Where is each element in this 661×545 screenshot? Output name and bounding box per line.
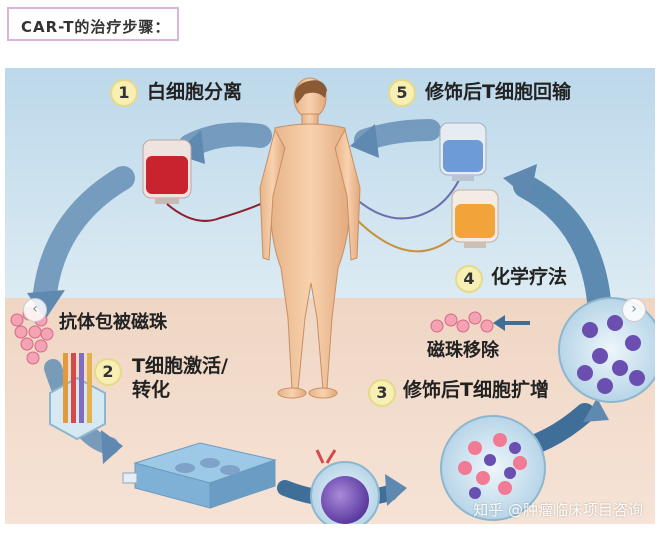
watermark: 知乎 @肿瘤临床项目咨询 <box>473 501 643 519</box>
chemotherapy-bag <box>451 189 499 248</box>
step-2-badge: 2 <box>94 358 122 386</box>
expansion-dish <box>440 415 546 521</box>
diagram-canvas <box>5 68 655 524</box>
patient-figure <box>259 77 361 399</box>
blood-bag-leukapheresis <box>142 139 192 204</box>
page-title: CAR-T的治疗步骤： <box>21 18 171 36</box>
return-tube-blue <box>354 177 461 220</box>
step-2-label-line2: 转化 <box>132 379 171 401</box>
beads-label: 抗体包被磁珠 <box>59 312 167 333</box>
tcell-activation-hex <box>49 353 106 441</box>
step-4-label: 化学疗法 <box>491 266 568 288</box>
removed-beads <box>430 311 494 333</box>
bead-removal-label: 磁珠移除 <box>427 340 499 361</box>
bead-removal-arrowhead <box>493 315 505 331</box>
cart-diagram: 1 白细胞分离 5 修饰后T细胞回输 4 化学疗法 抗体包被磁珠 磁珠移除 2 … <box>5 68 655 524</box>
infusion-bag-tcells <box>439 122 487 181</box>
bead-removal-dish <box>558 297 655 403</box>
step-4-badge: 4 <box>455 265 483 293</box>
step-5-badge: 5 <box>388 79 416 107</box>
title-box: CAR-T的治疗步骤： <box>7 7 179 41</box>
step-1-badge: 1 <box>110 79 138 107</box>
step-2-label-line1: T细胞激活/ <box>132 355 228 377</box>
carousel-next-button[interactable]: › <box>622 298 646 322</box>
step-3-label: 修饰后T细胞扩增 <box>403 379 549 401</box>
carousel-prev-button[interactable]: ‹ <box>23 298 47 322</box>
modified-tcell <box>310 449 380 524</box>
step-1-label: 白细胞分离 <box>147 81 243 103</box>
step-3-badge: 3 <box>368 379 396 407</box>
culture-flask <box>122 442 277 509</box>
step-5-label: 修饰后T细胞回输 <box>425 81 571 103</box>
